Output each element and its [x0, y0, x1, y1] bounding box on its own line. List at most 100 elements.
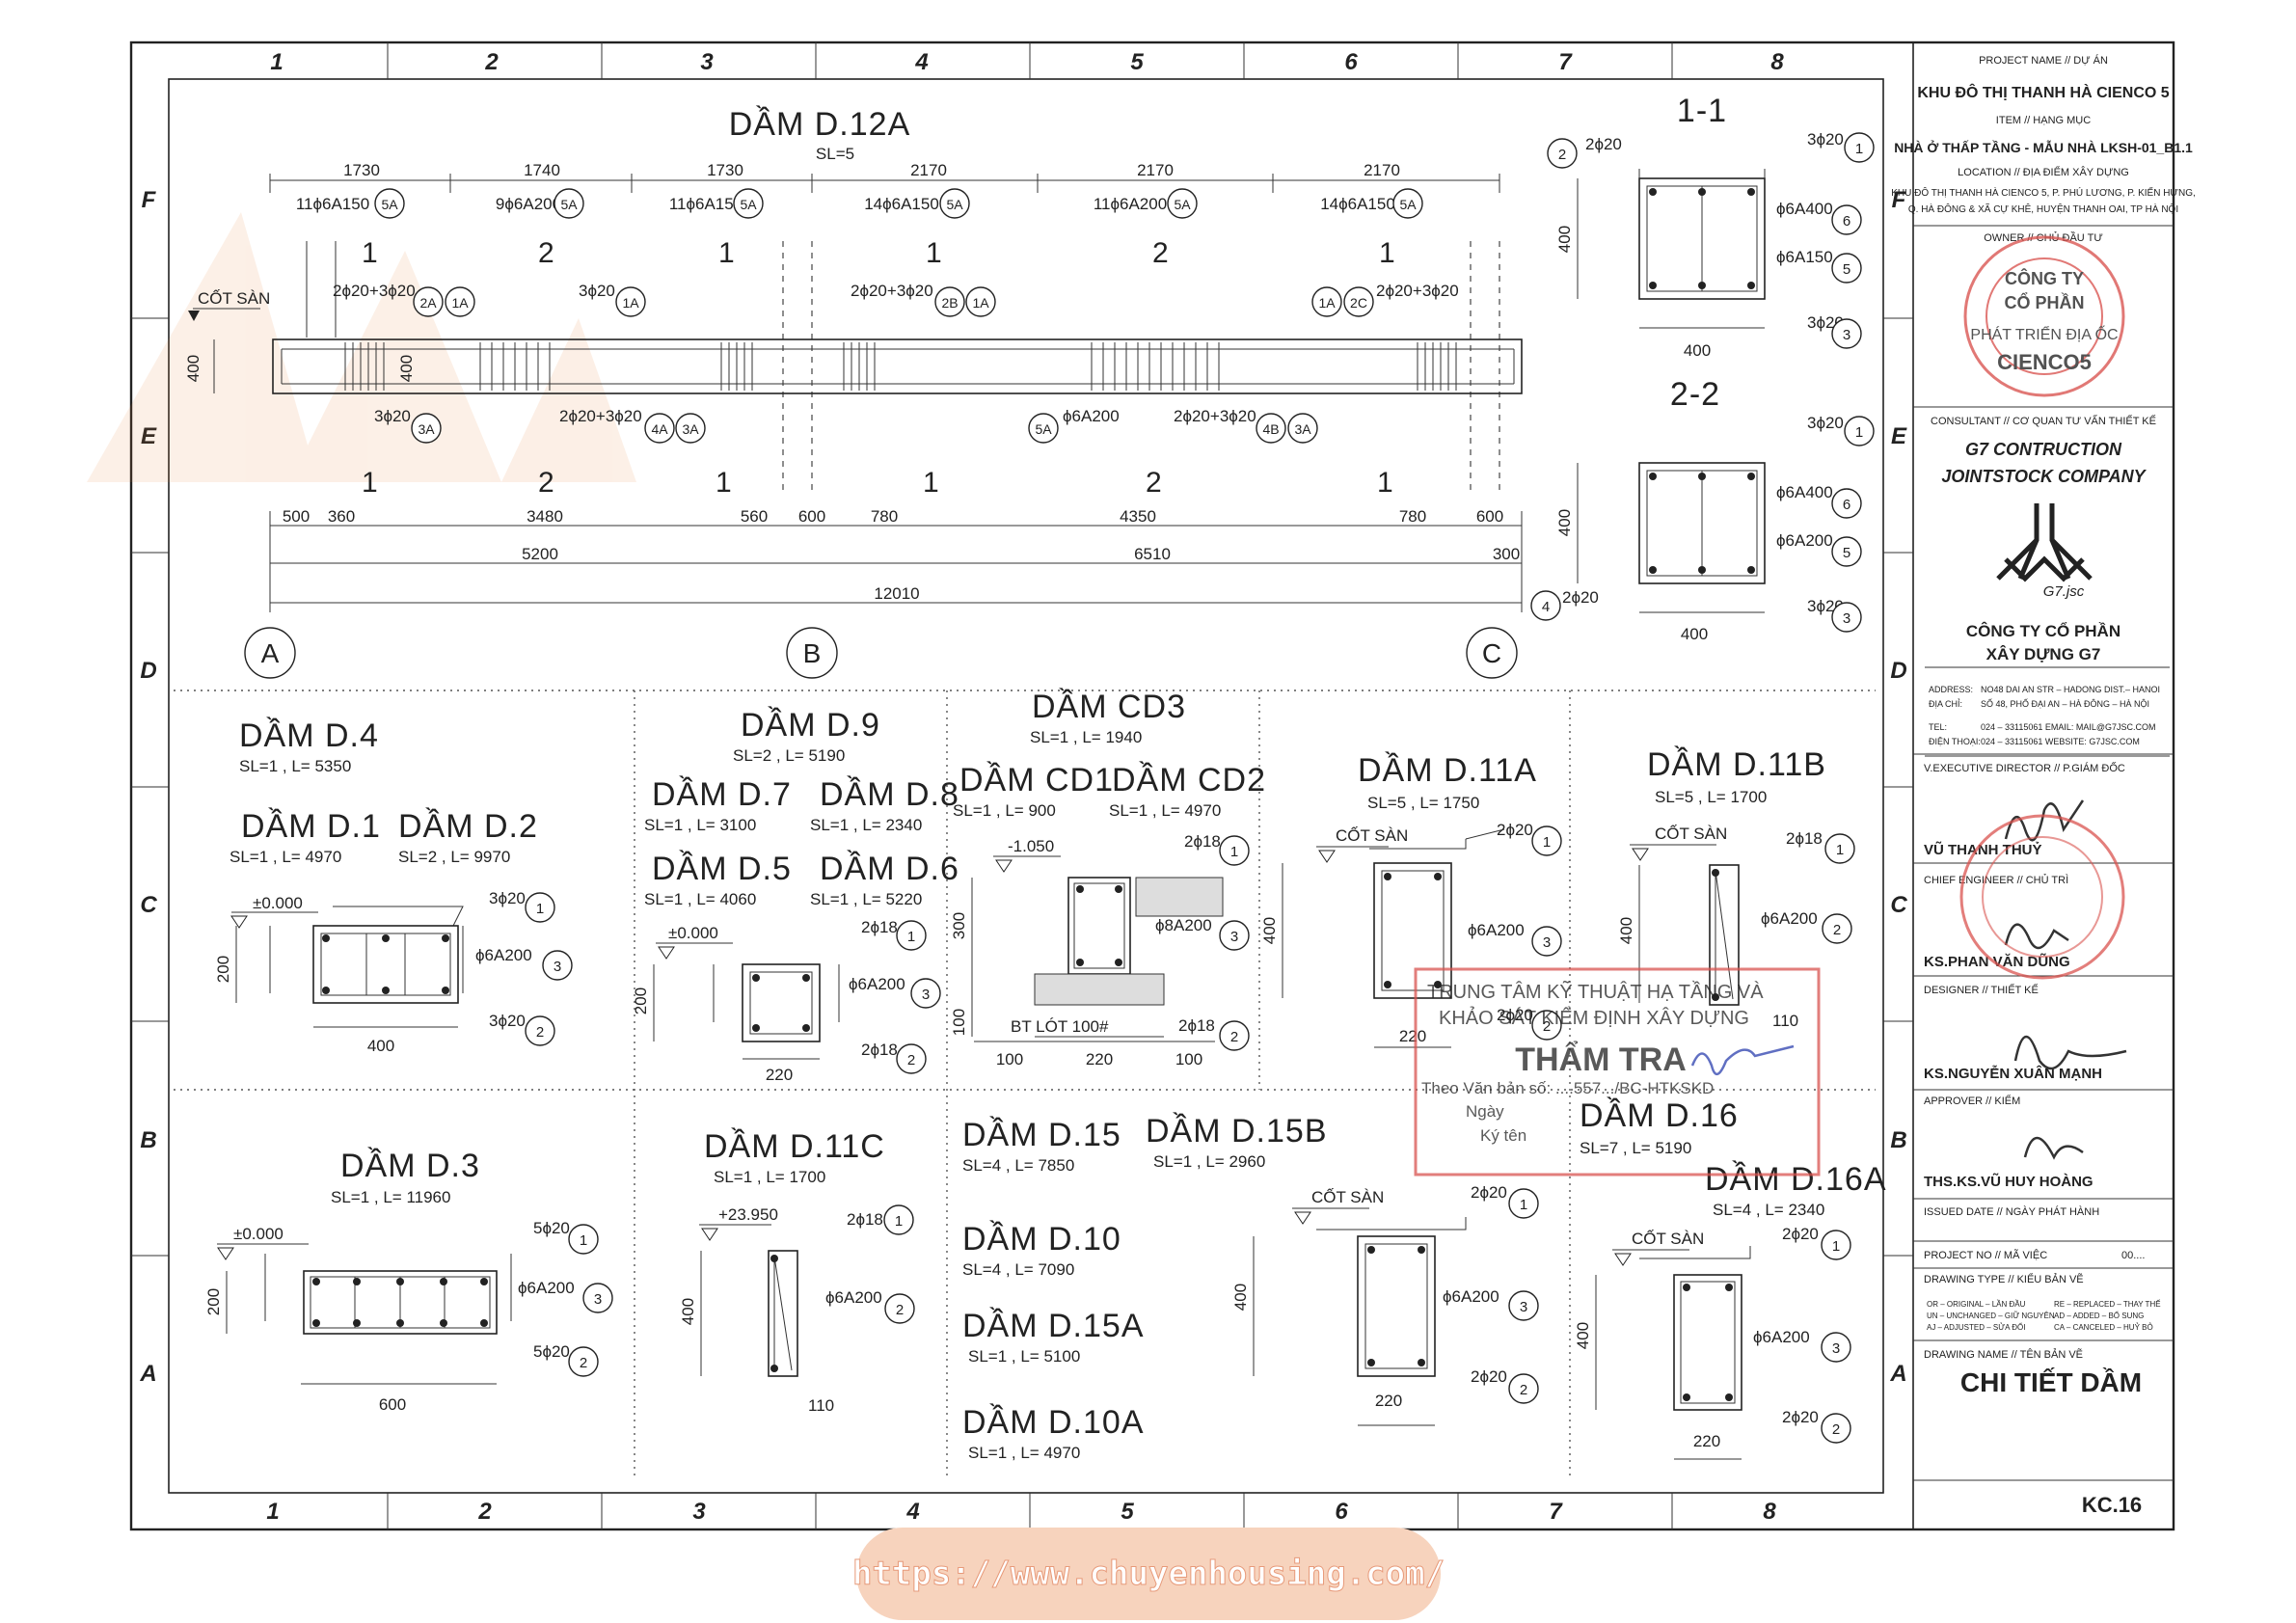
- level: -1.050: [1008, 837, 1054, 855]
- label: CONSULTANT // CƠ QUAN TƯ VẤN THIẾT KẾ: [1931, 415, 2156, 427]
- mark: 5A: [1174, 197, 1191, 212]
- mark: 1: [1230, 844, 1238, 860]
- mark: 2: [907, 1052, 915, 1068]
- label: ITEM // HẠNG MỤC: [1996, 115, 2091, 126]
- bar: 2ϕ18: [1786, 829, 1823, 848]
- grid-row: B: [140, 1127, 156, 1153]
- bar: ϕ6A200: [1468, 921, 1525, 939]
- grid-col: 8: [1770, 49, 1784, 75]
- grid-row: F: [1892, 187, 1907, 213]
- axis-A: A: [261, 638, 280, 668]
- cot-san: CỐT SÀN: [198, 288, 270, 308]
- mark: 6: [1843, 497, 1850, 513]
- grid-ticks: [131, 42, 1913, 1529]
- stirrup-hatch: [344, 342, 1457, 391]
- mark: 1: [895, 1213, 903, 1230]
- mark: 5A: [1399, 197, 1417, 212]
- label: DESIGNER // THIẾT KẾ: [1924, 984, 2039, 996]
- g7-stamp: [1959, 814, 2125, 980]
- axis-C: C: [1482, 638, 1501, 668]
- mark: 2: [1230, 1029, 1238, 1045]
- mark: 3: [1520, 1299, 1527, 1315]
- dim: 220: [1693, 1432, 1720, 1450]
- beam-title: DẦM D.16: [1580, 1097, 1739, 1134]
- level: +23.950: [718, 1205, 778, 1224]
- axis-B: B: [803, 638, 822, 668]
- mark: 3: [1230, 929, 1238, 945]
- bar: 2ϕ20: [1471, 1183, 1507, 1202]
- bar: ϕ6A200: [849, 975, 905, 993]
- mark: 5A: [560, 197, 578, 212]
- label: ISSUED DATE // NGÀY PHÁT HÀNH: [1924, 1205, 2099, 1218]
- grid-col: 1: [266, 1499, 279, 1525]
- sec-s1: ϕ6A400: [1776, 483, 1833, 501]
- grid-row: C: [1890, 892, 1907, 918]
- stamp-line: Ký tên: [1480, 1126, 1526, 1145]
- label: CỐT SÀN: [1336, 825, 1408, 845]
- stamp-line: CIENCO5: [1997, 350, 2092, 374]
- stirrup-marks: 5A 5A 5A 5A 5A 5A: [374, 188, 1423, 219]
- label: ADDRESS:: [1929, 685, 1973, 694]
- mark: 2: [1520, 1382, 1527, 1398]
- mark: 5A: [381, 197, 398, 212]
- beam-sub: SL=1 , L= 2340: [810, 816, 922, 834]
- section-mark: 1: [926, 237, 942, 269]
- dim: 220: [1086, 1050, 1113, 1068]
- location: KHU ĐÔ THỊ THANH HÀ CIENCO 5, P. PHÚ LƯƠ…: [1891, 186, 2196, 199]
- person: KS.PHAN VĂN DŨNG: [1924, 953, 2070, 970]
- bar: 2ϕ18: [1178, 1016, 1215, 1035]
- label: TEL:: [1929, 722, 1947, 732]
- grid-row: D: [1890, 658, 1906, 684]
- address: SỐ 48, PHỐ ĐẠI AN – HÀ ĐÔNG – HÀ NỘI: [1981, 698, 2149, 709]
- main-beam-d12a: DẦM D.12A SL=5 1730 1740 1730 2170 2170 …: [184, 106, 1561, 679]
- bar: ϕ6A200: [475, 946, 532, 964]
- beam-sub: SL=1 , L= 11960: [331, 1188, 450, 1206]
- dim: 100: [996, 1050, 1023, 1068]
- drawing-name: CHI TIẾT DẦM: [1960, 1367, 2142, 1397]
- beam-body: [272, 338, 1523, 394]
- beam-sub: SL=7 , L= 5190: [1580, 1139, 1691, 1157]
- consultant: G7 CONTRUCTION: [1965, 440, 2122, 459]
- bar: 2ϕ20: [1497, 821, 1533, 839]
- address: NO48 DAI AN STR – HADONG DIST.– HANOI: [1981, 685, 2160, 694]
- mark: 2: [896, 1302, 904, 1318]
- sec-s2: ϕ6A200: [1776, 531, 1833, 550]
- stamp-line: CÔNG TY: [2005, 268, 2084, 288]
- detail-d1: ±0.000 400 200 3ϕ20 1 ϕ6A200 3 3ϕ20 2: [214, 889, 573, 1055]
- bottom-bar: 2ϕ20+3ϕ20: [559, 407, 642, 425]
- beam-sub: SL=1 , L= 1700: [714, 1168, 825, 1186]
- beam-sub: SL=4 , L= 7090: [962, 1260, 1074, 1279]
- level: ±0.000: [233, 1225, 284, 1243]
- beam-sub: SL=1 , L= 4970: [230, 848, 341, 866]
- legend: AJ – ADJUSTED – SỬA ĐỔI: [1927, 1323, 2025, 1332]
- section-1-1: 1-1 400 400 3ϕ20 1 2ϕ20 2 ϕ6A400 6 ϕ6A15…: [1547, 93, 1875, 360]
- dim: 780: [1399, 507, 1426, 526]
- detail-d11c: +23.950 400 110 2ϕ18 1 ϕ6A200 2: [679, 1204, 915, 1415]
- dim: 100: [950, 1009, 968, 1036]
- sec-s1: ϕ6A400: [1776, 200, 1833, 218]
- mark: 2: [1833, 922, 1841, 938]
- beam-sub: SL=2 , L= 5190: [733, 746, 845, 765]
- bar: 2ϕ20: [1782, 1225, 1819, 1243]
- project-no: 00....: [2121, 1250, 2145, 1261]
- dim: 200: [632, 987, 650, 1014]
- footer-url[interactable]: https://www.chuyenhousing.com/: [851, 1555, 1445, 1594]
- beam-title: DẦM D.3: [340, 1148, 480, 1184]
- mark: 1: [1543, 834, 1551, 851]
- bar: ϕ6A200: [1753, 1328, 1810, 1346]
- beam-sub: SL=4 , L= 7850: [962, 1156, 1074, 1175]
- beam-titles: DẦM D.4 SL=1 , L= 5350 DẦM D.1 SL=1 , L=…: [230, 689, 1886, 1462]
- mark: 1: [536, 901, 544, 917]
- mark: 4: [1542, 599, 1550, 615]
- dim: 4350: [1120, 507, 1156, 526]
- dim: 5200: [522, 545, 558, 563]
- beam-height: 400: [397, 355, 416, 382]
- footer-url-banner[interactable]: https://www.chuyenhousing.com/: [851, 1528, 1445, 1620]
- dim: 200: [214, 956, 232, 983]
- dim: 560: [741, 507, 768, 526]
- section-mark: 2: [538, 237, 554, 269]
- dim: 360: [328, 507, 355, 526]
- sheet-number: KC.16: [2082, 1493, 2142, 1517]
- dim: 400: [367, 1037, 394, 1055]
